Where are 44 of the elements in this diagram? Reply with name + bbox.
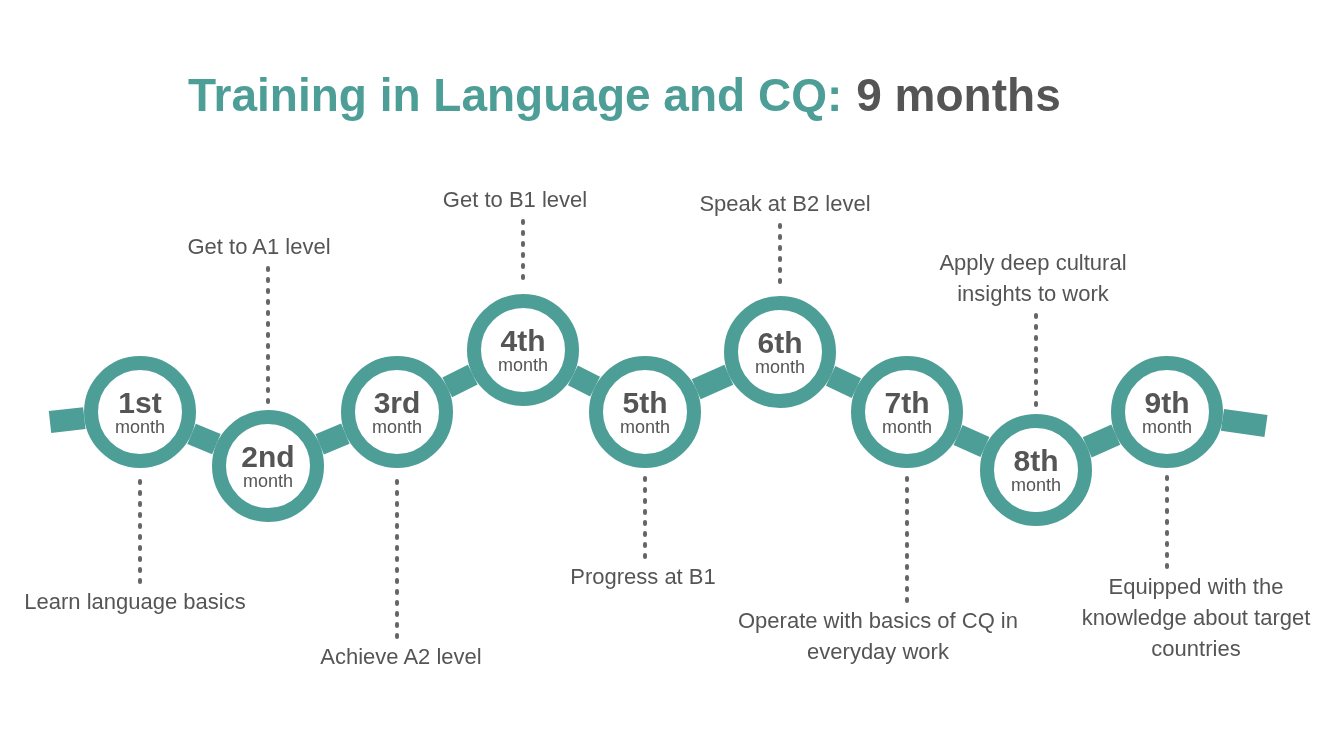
timeline-band [567, 365, 601, 397]
title: Training in Language and CQ: [188, 68, 843, 122]
milestone-text: Speak at B2 level [699, 191, 871, 216]
month-label: month [620, 418, 670, 436]
leader-line [266, 266, 270, 404]
timeline-band [187, 423, 221, 455]
timeline-band [442, 364, 478, 398]
month-number: 3rd [373, 388, 421, 418]
month-number: 7th [884, 388, 930, 418]
milestone-text: Achieve A2 level [320, 644, 482, 669]
milestone-text: Learn language basics [24, 589, 246, 614]
milestone-text: Get to B1 level [442, 187, 588, 212]
milestone-text: Get to A1 level [187, 234, 331, 259]
timeline-band [691, 364, 734, 400]
month-label: month [372, 418, 422, 436]
milestone-text: Equipped with the knowledge about target countries [1081, 574, 1311, 661]
month-label: month [882, 418, 932, 436]
month-number: 9th [1144, 388, 1190, 418]
leader-line [643, 474, 647, 559]
leader-line [1165, 474, 1169, 569]
month-label: month [1011, 476, 1061, 494]
month-number: 2nd [241, 442, 295, 472]
milestone-text: Operate with basics of CQ in everyday work [738, 608, 1018, 664]
timeline-band [48, 407, 86, 433]
month-number: 4th [500, 326, 546, 356]
timeline-band [825, 365, 862, 399]
month-number: 1st [118, 388, 162, 418]
leader-line [1034, 313, 1038, 408]
timeline-band [953, 424, 990, 458]
month-label: month [755, 358, 805, 376]
timeline-band [1082, 424, 1121, 458]
leader-line [905, 474, 909, 603]
timeline-band [315, 423, 350, 455]
duration-label: 9 months [856, 68, 1061, 122]
month-number: 8th [1013, 446, 1059, 476]
month-label: month [243, 472, 293, 490]
milestone-text: Progress at B1 [570, 564, 716, 589]
milestone-text: Apply deep cultural insights to work [939, 250, 1127, 306]
month-number: 5th [622, 388, 668, 418]
month-label: month [1142, 418, 1192, 436]
month-number: 6th [757, 328, 803, 358]
timeline-band [1220, 408, 1268, 437]
month-label: month [498, 356, 548, 374]
month-label: month [115, 418, 165, 436]
